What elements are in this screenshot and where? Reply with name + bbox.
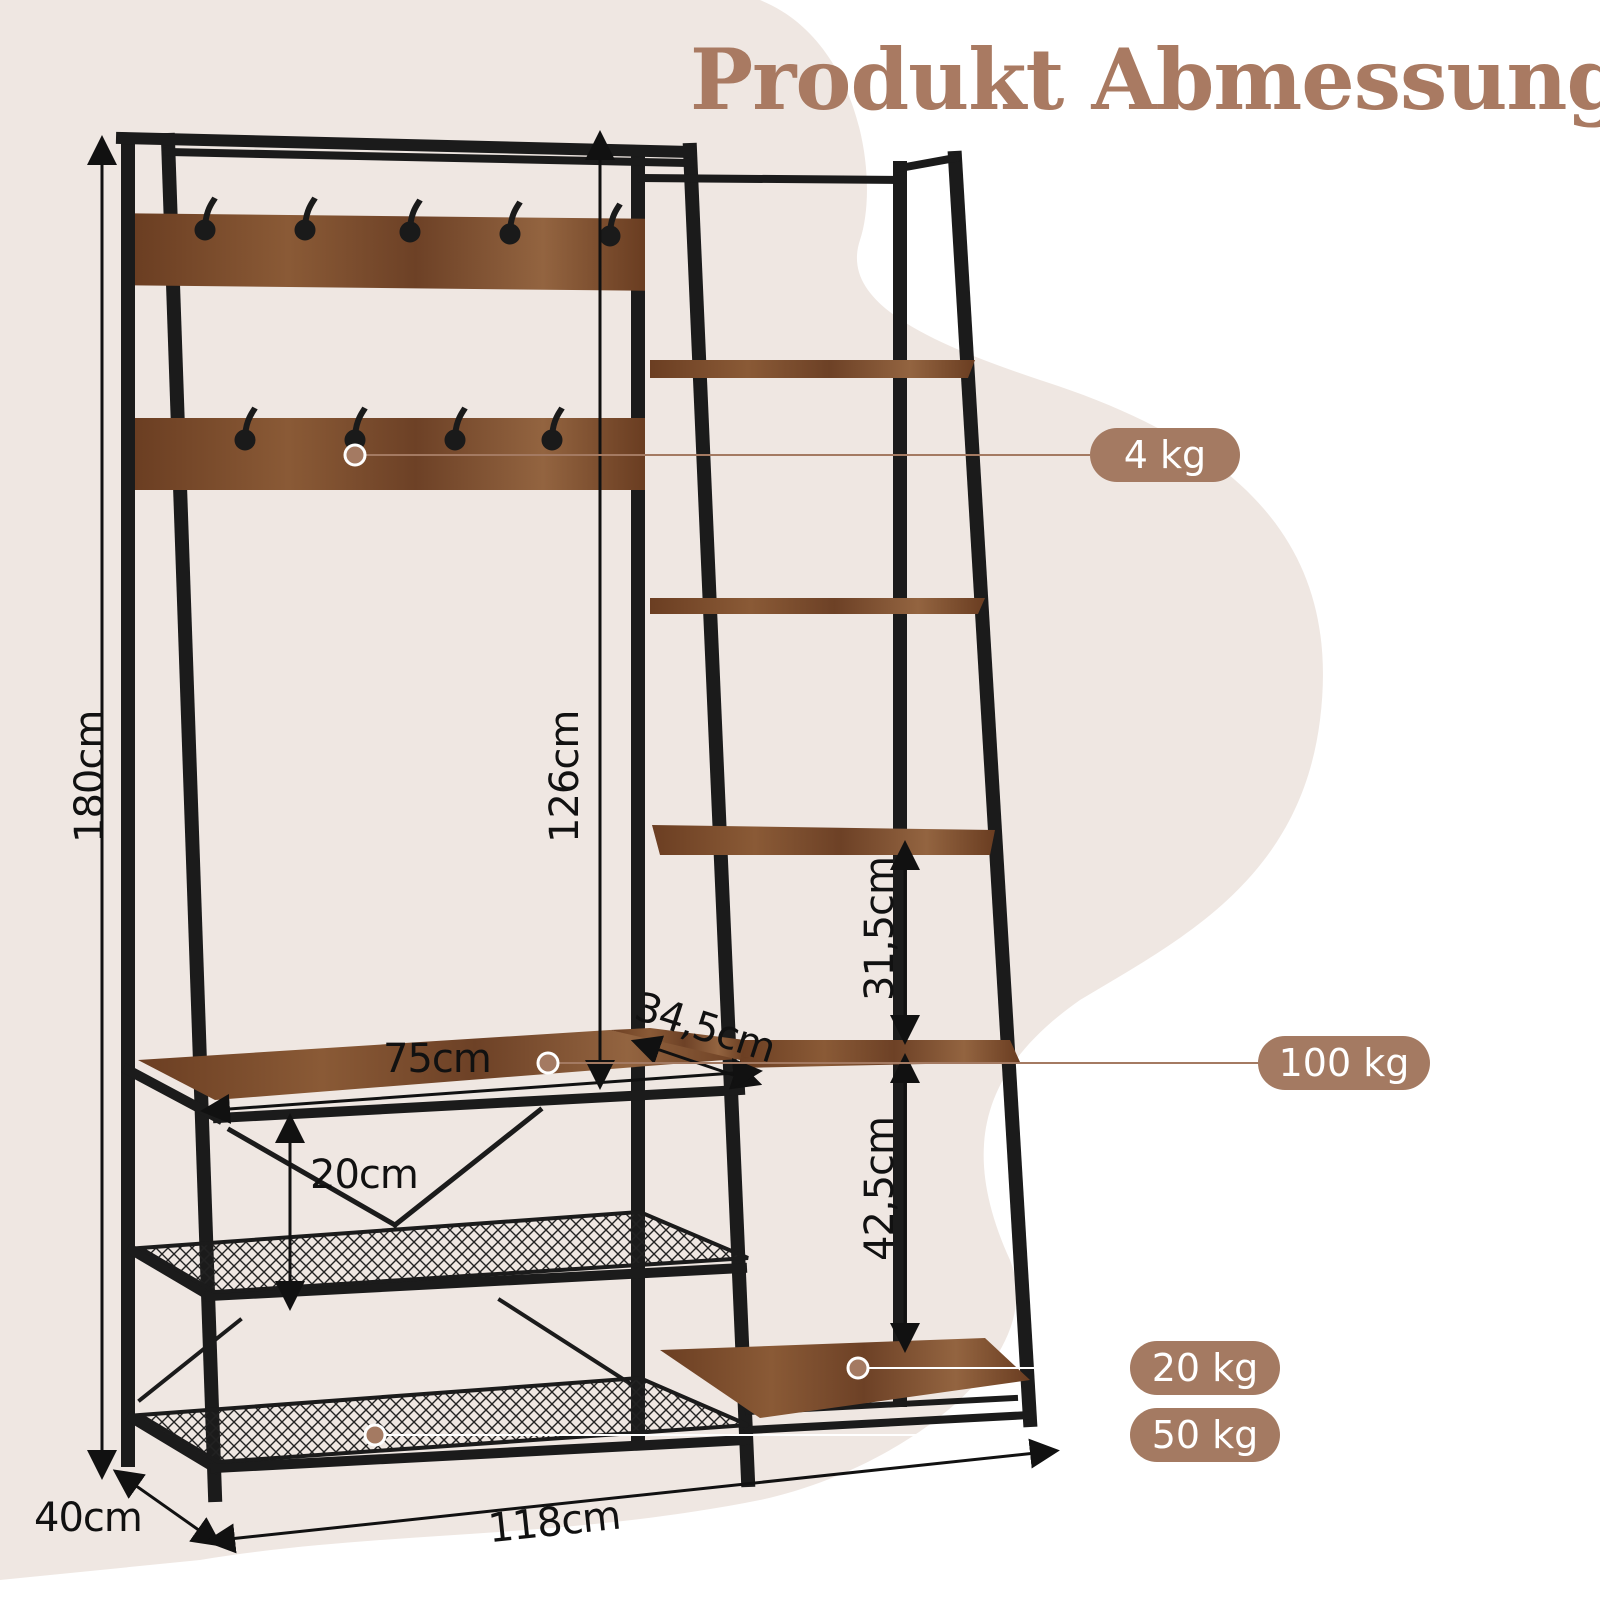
dim-label-shelf-gap-lower: 42,5cm — [857, 1116, 903, 1261]
dim-label-shoe-rack-gap: 20cm — [310, 1152, 419, 1198]
dim-label-shelf-gap-upper: 31,5cm — [857, 856, 903, 1001]
dim-label-height-bench-top: 126cm — [542, 710, 588, 843]
load-badge-bench: 100 kg — [1258, 1036, 1430, 1090]
arrow-40 — [112, 1469, 223, 1547]
dimension-arrows — [87, 130, 1060, 1554]
hook — [499, 200, 523, 245]
hook — [194, 196, 218, 241]
arrow-75 — [200, 1058, 763, 1124]
dim-label-height-total: 180cm — [67, 710, 113, 843]
dim-label-depth: 40cm — [34, 1495, 143, 1541]
hook — [399, 198, 423, 243]
dim-label-bench-width: 75cm — [383, 1036, 492, 1082]
hook — [234, 406, 258, 451]
hook — [541, 406, 565, 451]
page-title: Produkt Abmessung — [690, 30, 1600, 129]
load-badge-hooks: 4 kg — [1090, 428, 1240, 482]
hook — [294, 196, 318, 241]
coat-hooks — [194, 196, 623, 451]
load-leaders — [355, 454, 1260, 1436]
load-badge-bottom-shelf: 20 kg — [1130, 1341, 1280, 1395]
load-badge-shoe-rack: 50 kg — [1130, 1408, 1280, 1462]
hook — [444, 406, 468, 451]
load-dots — [343, 443, 870, 1447]
background-blob — [0, 0, 1323, 1580]
arrow-118 — [205, 1438, 1060, 1554]
